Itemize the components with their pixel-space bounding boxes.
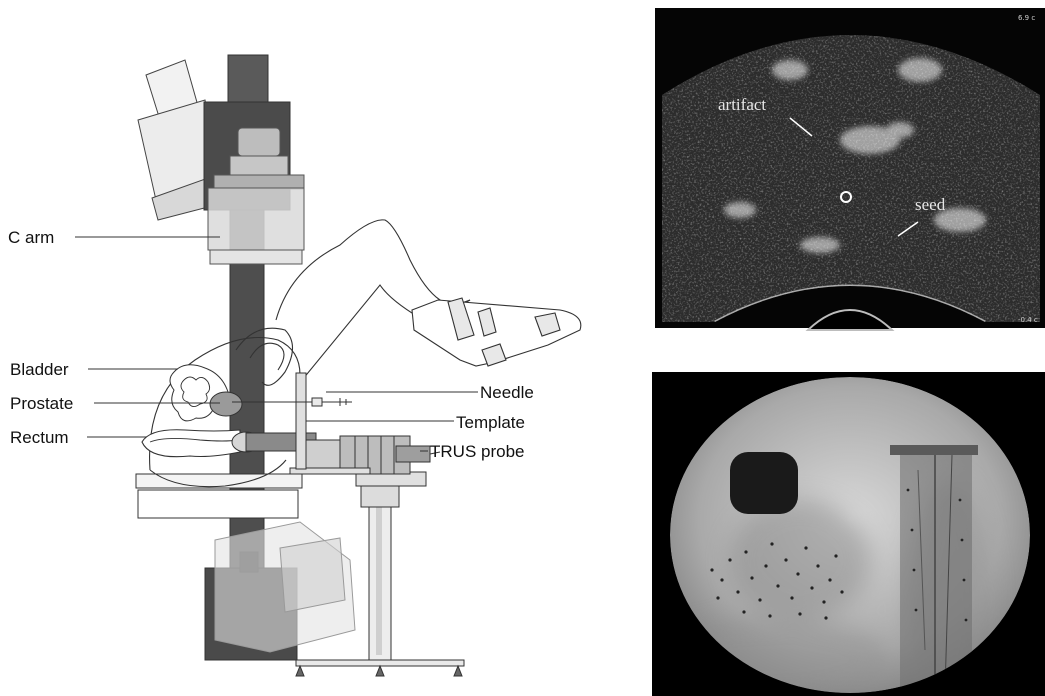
rectum — [142, 430, 240, 457]
label-needle: Needle — [480, 383, 534, 402]
label-prostate: Prostate — [10, 394, 73, 413]
us-annotation-artifact: artifact — [718, 95, 766, 114]
prostate — [210, 392, 242, 416]
ultrasound-image: artifact seed 6.9 c -0.4 c — [655, 0, 1045, 330]
template-plate — [296, 373, 306, 469]
fluoro-marker — [730, 452, 798, 514]
label-rectum: Rectum — [10, 428, 69, 447]
label-trus-probe: TRUS probe — [430, 442, 524, 461]
label-bladder: Bladder — [10, 360, 69, 379]
us-depth-bottom: -0.4 c — [1018, 316, 1038, 324]
us-annotation-seed: seed — [915, 195, 946, 214]
us-depth-top: 6.9 c — [1018, 14, 1035, 22]
setup-schematic: C arm Bladder Prostate Rectum Needle Tem… — [8, 55, 581, 676]
ghost-cart — [215, 522, 355, 652]
fluoroscopy-image — [650, 372, 1045, 696]
table — [136, 474, 302, 518]
label-c-arm: C arm — [8, 228, 54, 247]
label-template: Template — [456, 413, 525, 432]
